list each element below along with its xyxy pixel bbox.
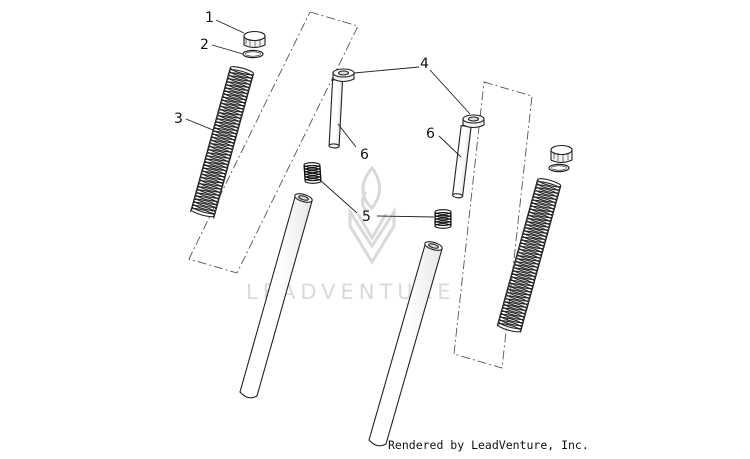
left-fork-cap: [243, 30, 266, 49]
left-lower-tube: [239, 193, 313, 399]
right-damper-rod: [452, 125, 472, 199]
leader-5a: [319, 179, 358, 214]
right-group-box: [453, 81, 533, 369]
right-top-bushing: [462, 114, 485, 129]
leader-4b: [429, 69, 471, 115]
left-top-bushing: [332, 68, 355, 83]
left-damper-rod: [328, 79, 344, 149]
rendered-by-credit: Rendered by LeadVenture, Inc.: [388, 438, 589, 452]
left-group-box: [188, 11, 359, 274]
left-fork-spring: [189, 66, 255, 219]
leader-4a: [353, 66, 420, 74]
right-o-ring: [548, 163, 570, 173]
leader-6b: [438, 135, 462, 158]
right-fork-spring: [496, 178, 562, 333]
leader-6a: [337, 123, 357, 148]
callout-6-left: 6: [360, 147, 369, 163]
right-lower-tube: [368, 241, 443, 447]
leader-1: [215, 19, 245, 34]
callout-5: 5: [362, 209, 371, 225]
callout-3: 3: [174, 111, 183, 127]
callout-6-right: 6: [426, 126, 435, 142]
group-boxes: [188, 11, 533, 369]
leader-5b: [376, 215, 435, 218]
leader-3: [185, 118, 214, 131]
left-rebound-spring: [303, 162, 322, 184]
callout-4: 4: [420, 56, 429, 72]
leader-2: [211, 44, 244, 55]
right-rebound-spring: [434, 209, 452, 229]
left-o-ring: [242, 49, 264, 59]
flame-chevron-logo-icon: [348, 165, 396, 265]
callout-2: 2: [200, 37, 209, 53]
right-fork-cap: [550, 144, 573, 164]
leader-lines: [185, 19, 471, 218]
callouts: 1 2 3 4 5 6 6: [174, 10, 435, 225]
callout-1: 1: [205, 10, 214, 26]
